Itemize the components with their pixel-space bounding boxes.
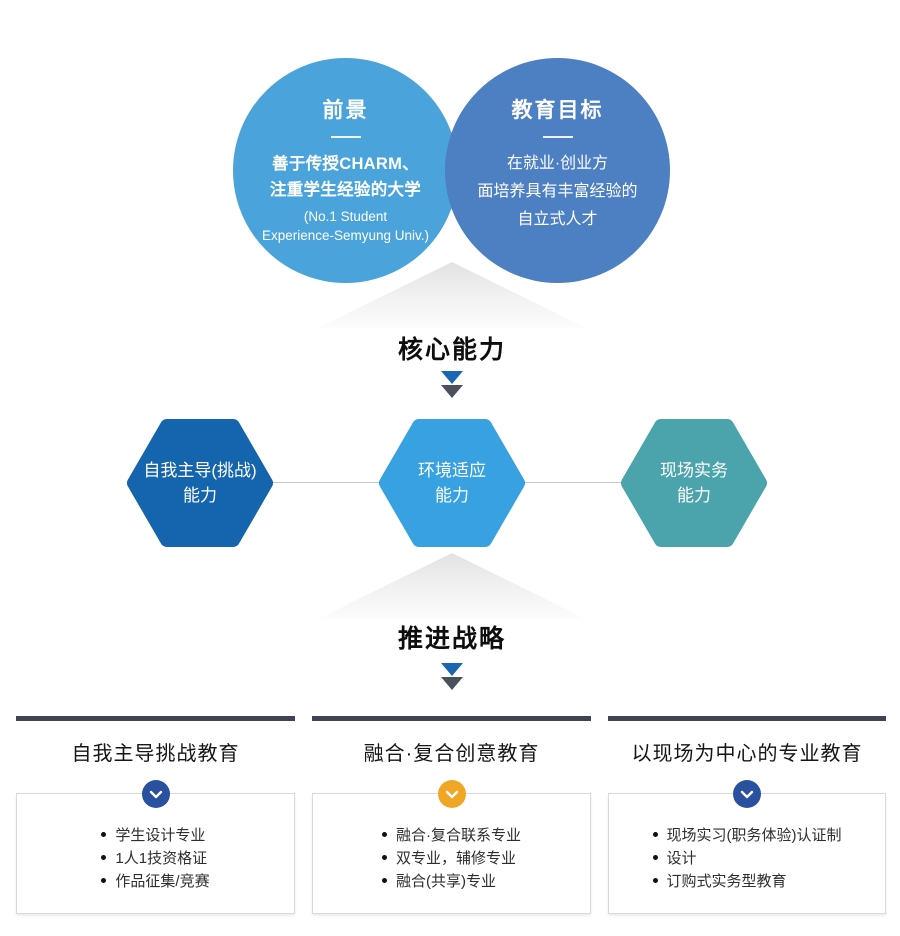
hexagon-label-line2: 能力 [183, 486, 217, 505]
down-arrow-blue-icon [441, 663, 463, 676]
expand-chevron-button[interactable] [141, 780, 170, 808]
divider-line [542, 136, 573, 138]
column-accent-bar [16, 716, 295, 721]
strategy-label: 推进战略 [397, 625, 506, 653]
goal-body-line2: 面培养具有丰富经验的 [477, 183, 638, 200]
hexagon-label-line1: 现场实务 [660, 461, 728, 480]
column-item-list: 学生设计专业 1人1技资格证 作品征集/竞赛 [101, 824, 209, 893]
down-arrow-gray-icon [441, 677, 463, 690]
column-content-box: 融合·复合联系专业 双专业，辅修专业 融合(共享)专业 [312, 780, 591, 914]
education-goal-circle: 教育目标 在就业·创业方 面培养具有丰富经验的 自立式人才 [445, 58, 670, 283]
vision-circle: 前景 善于传授CHARM、 注重学生经验的大学 (No.1 Student Ex… [233, 58, 458, 283]
hexagon-environment-adapt-ability: 环境适应 能力 [377, 415, 527, 551]
hexagon-field-practice-ability: 现场实务 能力 [619, 415, 769, 551]
hexagon-label-line2: 能力 [435, 486, 469, 505]
hexagon-self-directed-ability: 自我主导(挑战) 能力 [125, 415, 275, 551]
hexagon-label: 现场实务 能力 [619, 415, 769, 551]
goal-body-line3: 自立式人才 [517, 211, 598, 228]
hexagon-shape [621, 419, 767, 547]
hexagon-shape [379, 419, 525, 547]
column-accent-bar [312, 716, 591, 721]
vision-small-line1: (No.1 Student [303, 209, 388, 224]
hexagon-label: 自我主导(挑战) 能力 [125, 415, 275, 551]
hexagon-label-line1: 自我主导(挑战) [143, 461, 257, 480]
goal-body-line1: 在就业·创业方 [506, 155, 609, 172]
list-item: 作品征集/竞赛 [101, 870, 209, 893]
list-item: 双专业，辅修专业 [382, 847, 521, 870]
chevron-down-icon [445, 790, 458, 799]
column-title: 以现场为中心的专业教育 [631, 743, 863, 765]
expand-chevron-button[interactable] [437, 780, 466, 808]
column-accent-bar [608, 716, 886, 721]
hexagon-label-line2: 能力 [677, 486, 711, 505]
expand-chevron-button[interactable] [733, 780, 761, 808]
column-title: 自我主导挑战教育 [71, 743, 240, 765]
column-title: 融合·复合创意教育 [363, 743, 540, 765]
list-item: 1人1技资格证 [101, 847, 209, 870]
list-item: 订购式实务型教育 [653, 870, 842, 893]
down-arrow-gray-icon [441, 385, 463, 398]
column-self-directed-education: 自我主导挑战教育 学生设计专业 1人1技资格证 作品征集/竞赛 [16, 716, 295, 914]
up-triangle-shape [318, 553, 586, 619]
column-convergence-education: 融合·复合创意教育 融合·复合联系专业 双专业，辅修专业 融合(共享)专业 [312, 716, 591, 914]
list-item: 融合(共享)专业 [382, 870, 521, 893]
column-content-box: 学生设计专业 1人1技资格证 作品征集/竞赛 [16, 780, 295, 914]
divider-line [330, 136, 361, 138]
core-competency-label: 核心能力 [397, 336, 506, 364]
hexagon-label-line1: 环境适应 [418, 461, 486, 480]
vision-title: 前景 [322, 99, 369, 122]
column-item-list: 现场实习(职务体验)认证制 设计 订购式实务型教育 [653, 824, 842, 893]
hexagon-label: 环境适应 能力 [377, 415, 527, 551]
vision-strong-line1: 善于传授CHARM、 [272, 155, 419, 173]
list-item: 学生设计专业 [101, 824, 209, 847]
list-item: 设计 [653, 847, 842, 870]
chevron-down-icon [149, 790, 162, 799]
vision-small-line2: Experience-Semyung Univ.) [261, 228, 430, 243]
education-goal-title: 教育目标 [511, 99, 604, 122]
column-content-box: 现场实习(职务体验)认证制 设计 订购式实务型教育 [608, 780, 886, 914]
hexagon-shape [127, 419, 273, 547]
column-field-centered-education: 以现场为中心的专业教育 现场实习(职务体验)认证制 设计 订购式实务型教育 [608, 716, 886, 914]
list-item: 融合·复合联系专业 [382, 824, 521, 847]
column-item-list: 融合·复合联系专业 双专业，辅修专业 融合(共享)专业 [382, 824, 521, 893]
down-arrow-blue-icon [441, 371, 463, 384]
chevron-down-icon [740, 790, 754, 799]
vision-strong-line2: 注重学生经验的大学 [269, 181, 422, 199]
list-item: 现场实习(职务体验)认证制 [653, 824, 842, 847]
